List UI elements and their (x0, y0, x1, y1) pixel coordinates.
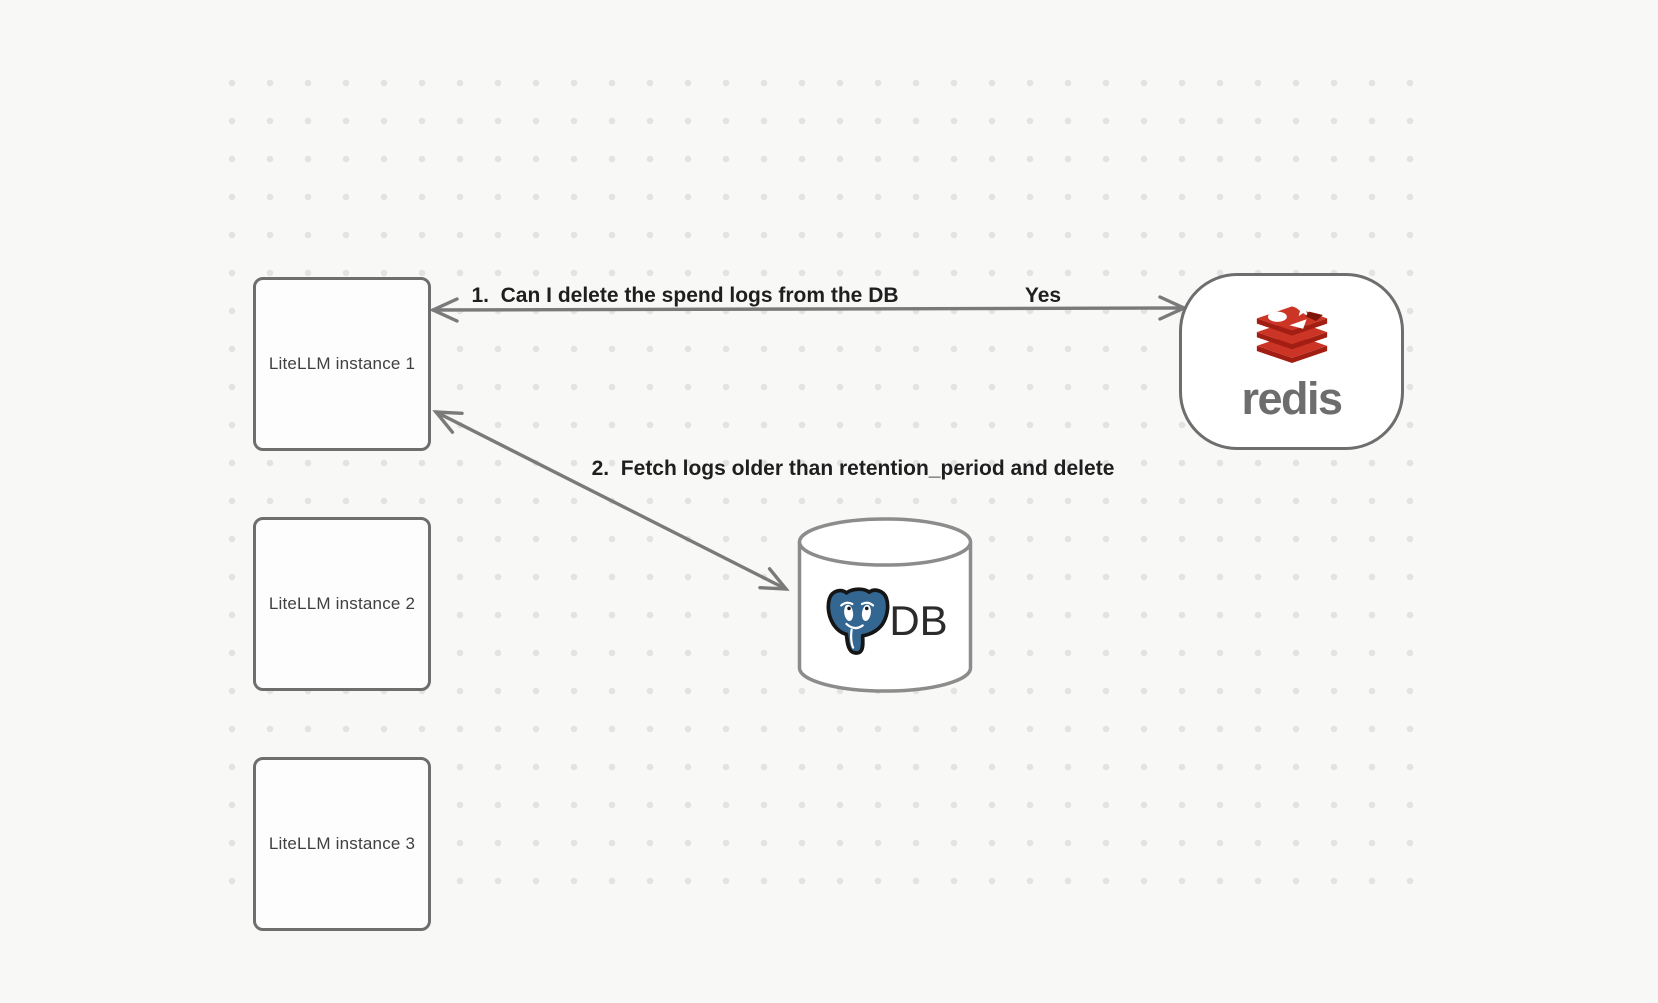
arrow-1-response-label: Yes (1024, 284, 1062, 307)
litellm-instance-3-node: LiteLLM instance 3 (253, 757, 431, 931)
litellm-instance-2-node: LiteLLM instance 2 (253, 517, 431, 691)
redis-stack-icon (1256, 302, 1327, 363)
litellm-instance-1-label: LiteLLM instance 1 (268, 354, 416, 373)
redis-node: redis (1179, 273, 1404, 450)
db-label: DB (889, 597, 948, 644)
litellm-instance-1-node: LiteLLM instance 1 (253, 277, 431, 451)
arrow-2-label: 2. Fetch logs older than retention_perio… (591, 457, 1115, 480)
litellm-instance-3-label: LiteLLM instance 3 (268, 834, 416, 853)
postgresql-elephant-icon (826, 587, 890, 655)
arrow-1-label: 1. Can I delete the spend logs from the … (471, 284, 899, 307)
db-node-content: DB (800, 580, 970, 662)
litellm-instance-2-label: LiteLLM instance 2 (268, 594, 416, 613)
redis-wordmark-label: redis (1241, 372, 1343, 424)
